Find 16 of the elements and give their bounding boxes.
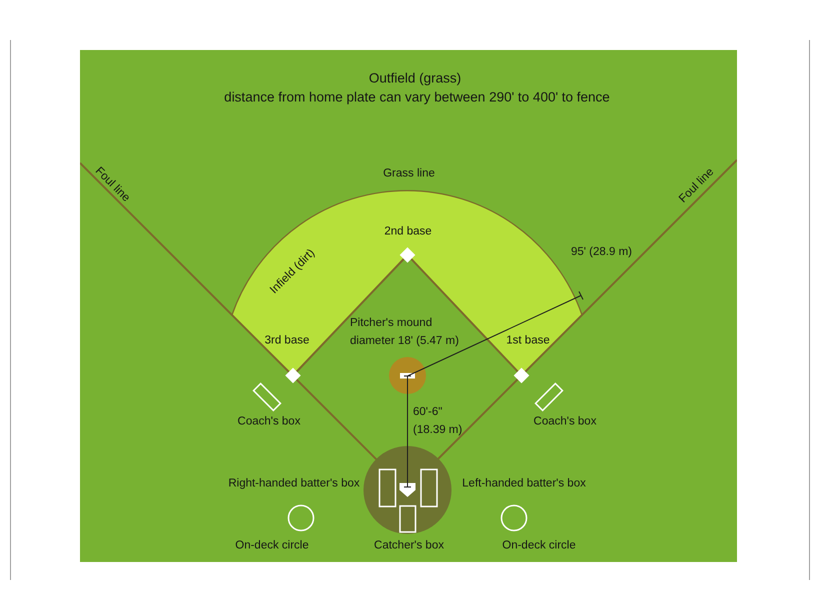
part-label: Catcher's box xyxy=(374,538,444,554)
base-label: 1st base xyxy=(506,334,550,348)
dimension-label: 60'-6" (18.39 m) xyxy=(413,405,464,438)
area-label: Outfield (grass) xyxy=(368,70,462,86)
note-text: distance from home plate can vary between 290' to 400' to fence xyxy=(224,90,610,104)
part-label: Coach's box xyxy=(238,414,300,430)
mound-label: Pitcher's mound diameter 18' (5.47 m) xyxy=(350,316,460,349)
dimension-label: 95' (28.9 m) xyxy=(571,245,632,260)
part-label: On-deck circle xyxy=(235,538,309,554)
base-label: 3rd base xyxy=(264,334,310,348)
part-label: Right-handed batter's box xyxy=(228,476,360,492)
part-label: On-deck circle xyxy=(502,538,576,554)
part-label: Left-handed batter's box xyxy=(462,476,586,492)
line-label: Grass line xyxy=(383,166,435,182)
part-label: Coach's box xyxy=(534,414,596,430)
base-label: 2nd base xyxy=(384,224,432,240)
